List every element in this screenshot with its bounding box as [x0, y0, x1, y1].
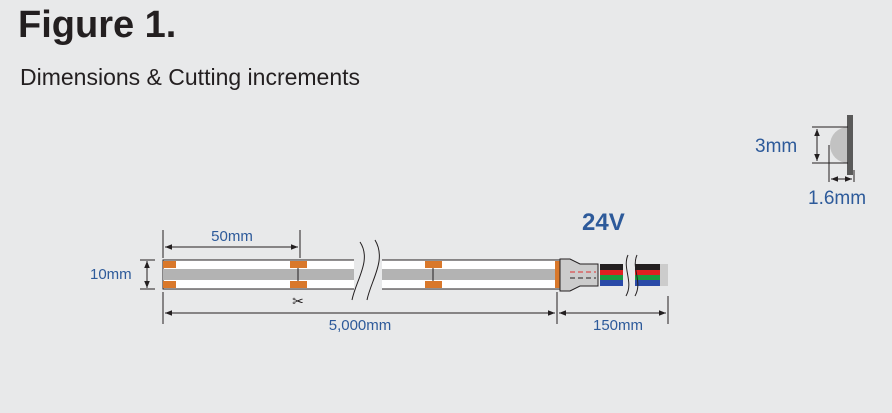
figure-subtitle: Dimensions & Cutting increments	[20, 64, 361, 90]
connector	[559, 254, 668, 297]
length-label: 5,000mm	[329, 317, 392, 334]
lead-length-label: 150mm	[593, 317, 643, 334]
width-label: 10mm	[90, 266, 132, 283]
led-strip	[162, 239, 561, 301]
profile-depth-label: 1.6mm	[808, 188, 866, 209]
profile-height-label: 3mm	[755, 136, 797, 157]
voltage-label: 24V	[582, 209, 625, 236]
scissors-icon: ✂	[292, 293, 304, 309]
cut-increment-label: 50mm	[211, 228, 253, 245]
profile-diagram: 3mm 1.6mm	[755, 115, 866, 209]
figure-title: Figure 1.	[18, 4, 177, 46]
